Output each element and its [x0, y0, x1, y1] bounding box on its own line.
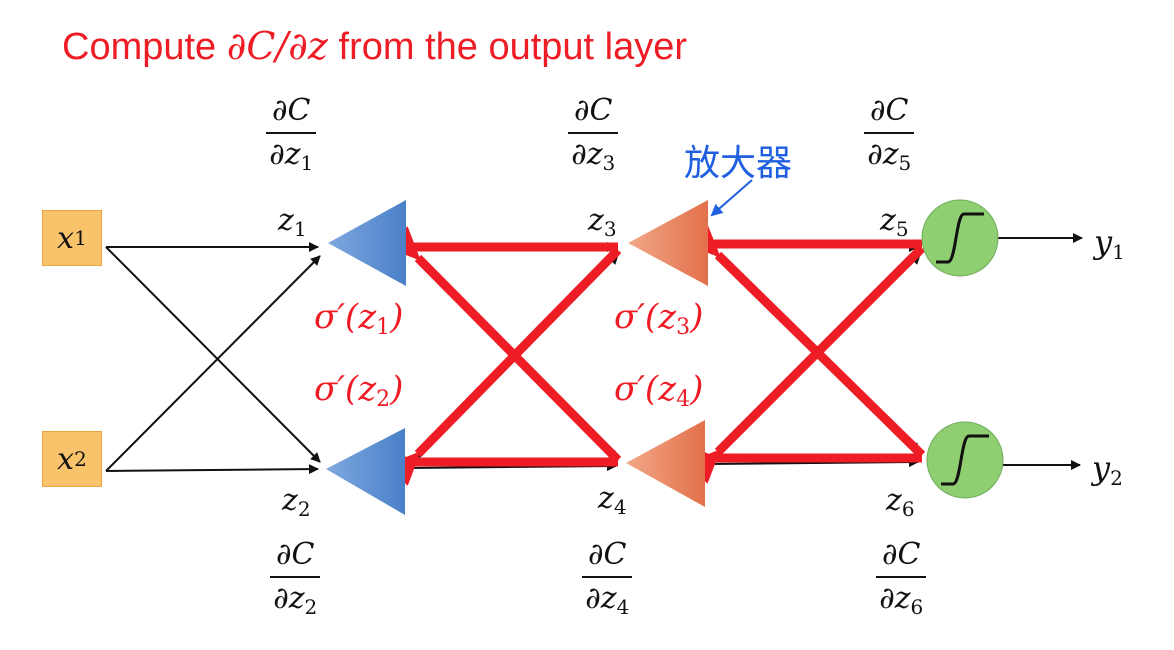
sigma-prime-z3: σ′(z3)	[614, 297, 704, 340]
output-edges	[998, 233, 1083, 470]
sigma-prime-z4: σ′(z4)	[614, 369, 704, 412]
hidden-layer-1	[326, 200, 406, 515]
neuron-z5	[921, 199, 999, 277]
gradient-dz5: ∂C∂z5	[864, 96, 915, 173]
amplifier-label: 放大器	[684, 143, 793, 184]
edge-x1-z2	[105, 246, 321, 463]
z-label-3: z3	[588, 203, 617, 241]
z-label-4: z4	[598, 481, 627, 519]
hidden-layer-2	[626, 200, 708, 507]
sigmoid-icon	[936, 212, 984, 264]
z-label-1: z1	[278, 203, 307, 241]
forward-edges-hidden	[407, 242, 921, 472]
neuron-z3	[628, 200, 708, 286]
sigmoid-icon	[941, 434, 989, 486]
amplifier-pointer	[710, 179, 753, 217]
neuron-z1	[328, 200, 406, 286]
gradient-dz4: ∂C∂z4	[582, 540, 633, 617]
backprop-arrows-layer2	[684, 223, 926, 484]
sigma-prime-z2: σ′(z2)	[314, 369, 404, 412]
backprop-arrows-layer1	[384, 226, 622, 486]
backprop-z4-z1	[386, 226, 622, 464]
slide-title: Compute ∂C/∂z from the output layer	[62, 24, 688, 68]
neuron-z4	[626, 420, 705, 507]
neuron-z2	[326, 428, 405, 515]
edge-x2-z1	[105, 255, 321, 472]
backprop-z6-z3	[686, 223, 926, 459]
neuron-z6	[926, 421, 1004, 499]
gradient-dz2: ∂C∂z2	[270, 540, 321, 617]
z-label-6: z6	[886, 483, 915, 521]
z-label-5: z5	[880, 203, 909, 241]
gradient-dz6: ∂C∂z6	[876, 540, 927, 617]
gradient-dz3: ∂C∂z3	[568, 96, 619, 173]
z-label-2: z2	[282, 483, 311, 521]
forward-edges-input	[105, 242, 321, 475]
sigma-prime-z1: σ′(z1)	[314, 297, 404, 340]
edge-x2-z2	[105, 464, 319, 475]
output-y1: y1	[1094, 223, 1125, 264]
output-y2: y2	[1092, 449, 1123, 490]
backprop-z3-z2	[386, 246, 622, 486]
output-layer	[921, 199, 1004, 499]
gradient-dz1: ∂C∂z1	[266, 96, 317, 173]
